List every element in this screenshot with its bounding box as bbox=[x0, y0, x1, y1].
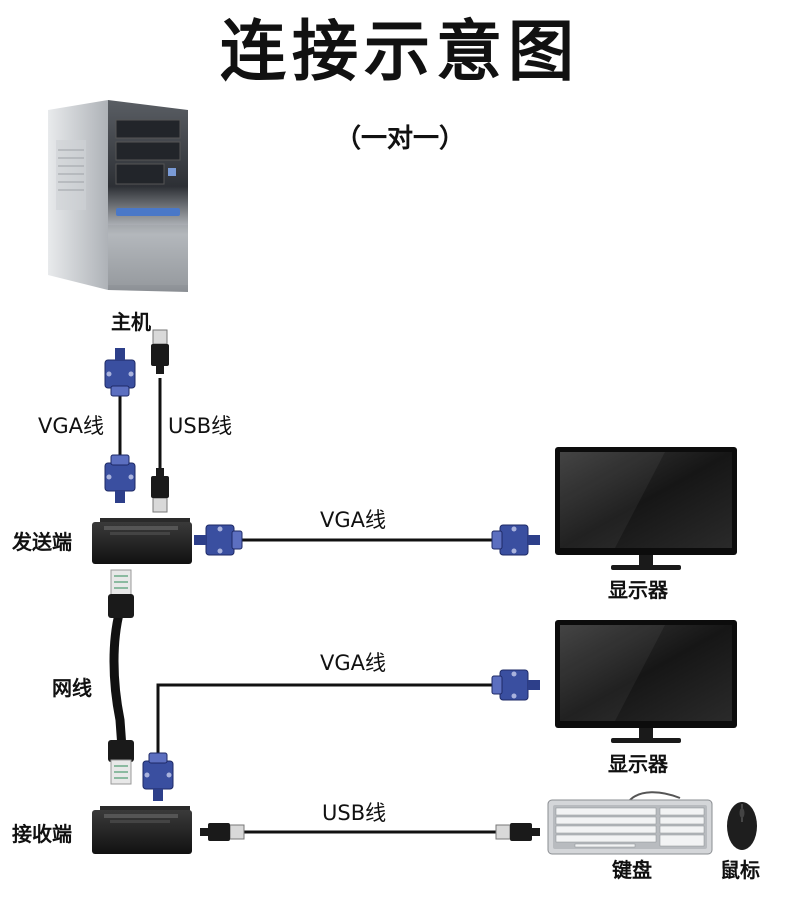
keyboard-label: 键盘 bbox=[612, 858, 652, 882]
transmitter-box-icon bbox=[92, 518, 192, 564]
vga-cable-host-label: VGA线 bbox=[38, 414, 105, 438]
keyboard-icon bbox=[547, 791, 713, 855]
vga-cable-host bbox=[104, 347, 136, 504]
page-subtitle: （一对一） bbox=[334, 124, 465, 154]
host-label: 主机 bbox=[111, 310, 151, 334]
receiver-box-icon bbox=[92, 806, 192, 854]
vga-cable-top-label: VGA线 bbox=[320, 508, 387, 532]
mouse-icon bbox=[727, 802, 757, 850]
vga-cable-mid-label: VGA线 bbox=[320, 651, 387, 675]
mouse-label: 鼠标 bbox=[720, 858, 760, 882]
usb-cable-host-label: USB线 bbox=[168, 414, 233, 438]
page-title: 连接示意图 bbox=[220, 12, 580, 90]
monitor-top-icon bbox=[555, 447, 737, 570]
receiver-label: 接收端 bbox=[12, 822, 72, 846]
network-cable bbox=[108, 569, 134, 785]
vga-cable-top bbox=[193, 524, 541, 556]
monitor-top-label: 显示器 bbox=[608, 578, 668, 602]
usb-cable-bottom-label: USB线 bbox=[322, 801, 387, 825]
monitor-bottom-label: 显示器 bbox=[608, 752, 668, 776]
monitor-bottom-icon bbox=[555, 620, 737, 743]
usb-cable-bottom bbox=[199, 822, 541, 842]
network-cable-label: 网线 bbox=[52, 676, 92, 700]
usb-cable-host bbox=[150, 329, 170, 513]
host-pc-icon bbox=[48, 100, 188, 292]
vga-cable-mid bbox=[142, 669, 541, 802]
transmitter-label: 发送端 bbox=[12, 530, 72, 554]
